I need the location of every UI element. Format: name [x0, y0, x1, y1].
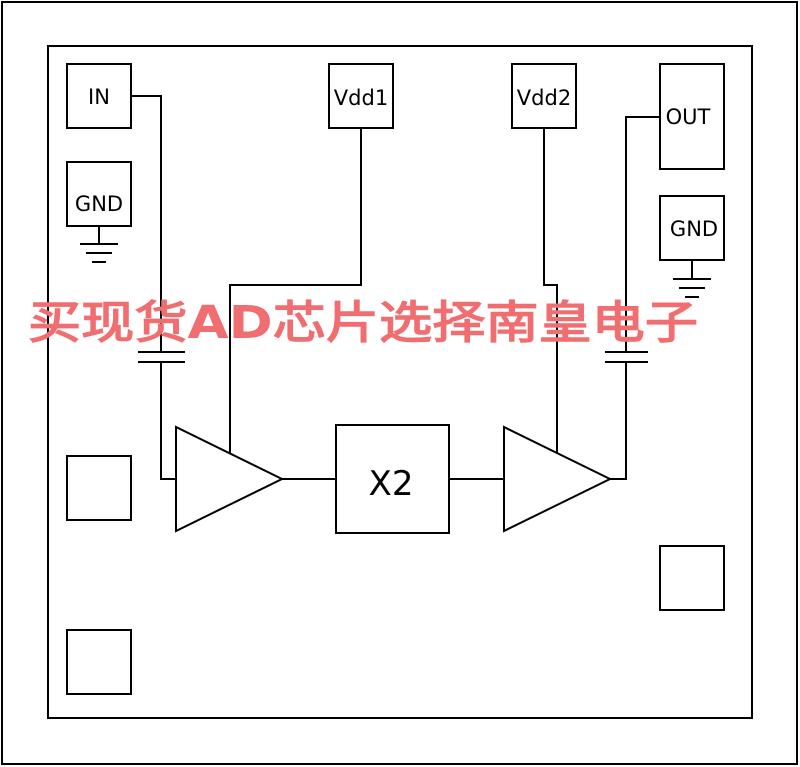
x2-label: X2 [369, 464, 414, 504]
amp1-input-wire [160, 362, 176, 480]
unlabeled-pad-right [659, 545, 725, 611]
unlabeled-pad-left-2 [66, 629, 132, 695]
ground-symbol-left [80, 226, 118, 263]
vdd1-label: Vdd1 [334, 86, 388, 110]
amp2-output-wire [610, 362, 627, 480]
out-wire [625, 116, 660, 352]
vdd1-wire [229, 128, 362, 453]
gnd-right-label: GND [670, 217, 718, 241]
unlabeled-pad-left-1 [66, 455, 132, 521]
vdd2-label: Vdd2 [517, 86, 571, 110]
watermark-text: 买现货AD芯片选择南皇电子 [28, 296, 698, 349]
gnd-left-label: GND [75, 192, 123, 216]
in-wire [131, 95, 162, 352]
in-label: IN [88, 85, 110, 109]
out-label: OUT [666, 105, 711, 129]
chip-die-border [47, 45, 753, 719]
vdd2-wire [543, 128, 558, 453]
ground-symbol-right [673, 260, 711, 298]
